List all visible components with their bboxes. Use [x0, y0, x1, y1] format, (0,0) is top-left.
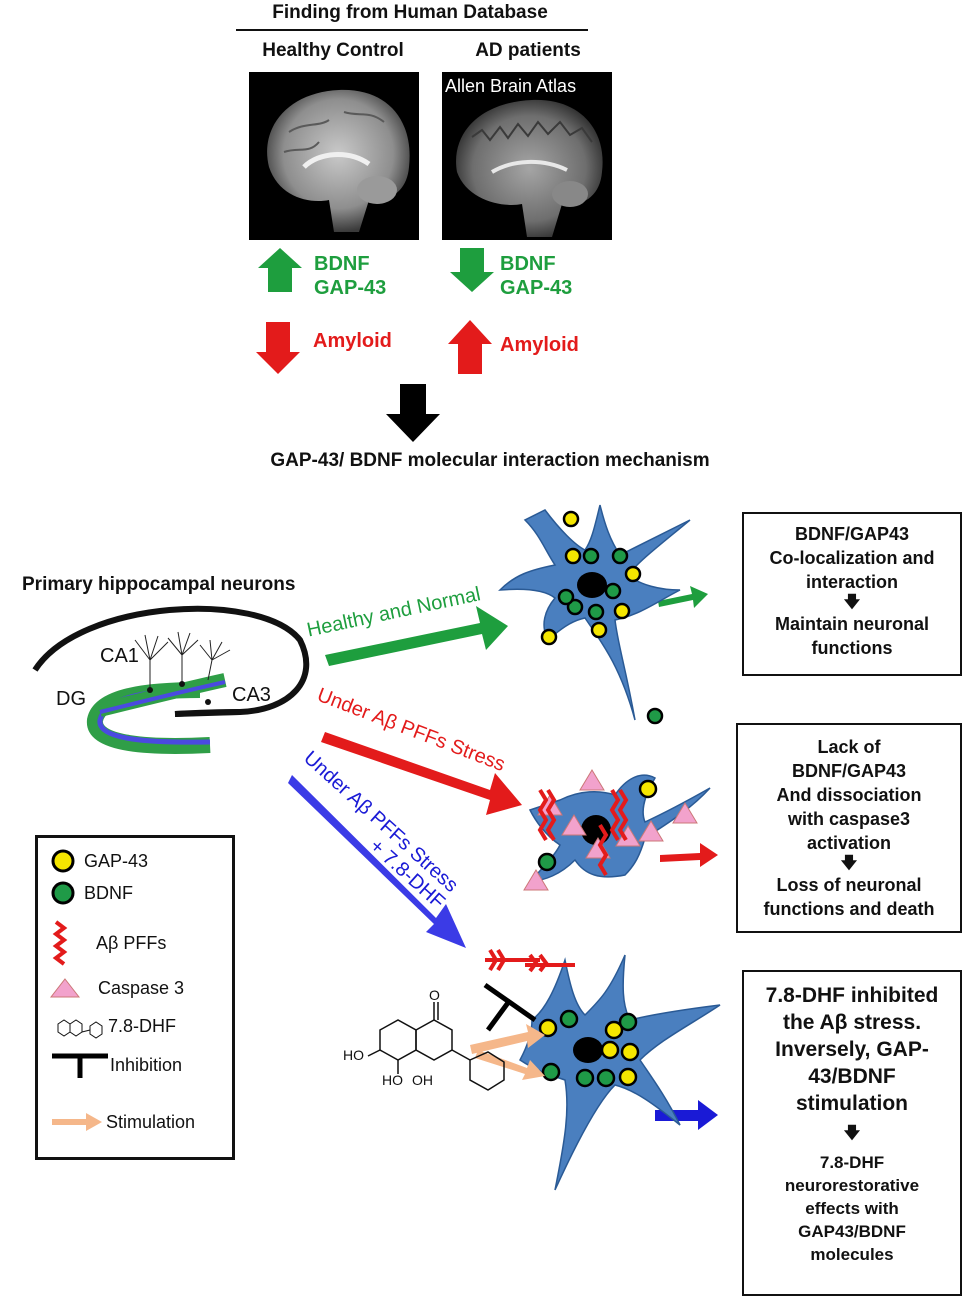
- legend-gap43: GAP-43: [48, 846, 148, 876]
- dhf-outcome-line8: effects with: [805, 1199, 899, 1218]
- healthy-amyloid-down-arrow: [256, 322, 300, 374]
- stressed-neuron: [523, 769, 711, 891]
- dhf-outcome-line7: neurorestorative: [784, 1176, 920, 1195]
- gap43-icon: [51, 849, 75, 873]
- dhf-outcome-line2: the Aβ stress.: [782, 1011, 922, 1034]
- legend-abeta-label: Aβ PFFs: [96, 932, 167, 953]
- top-arrows: [256, 248, 494, 442]
- caspase-icon: [49, 978, 81, 998]
- ca1-label: CA1: [100, 645, 139, 667]
- healthy-control-label: Healthy Control: [262, 40, 404, 61]
- legend-bdnf: BDNF: [48, 878, 133, 908]
- database-title: Finding from Human Database: [272, 2, 548, 23]
- chem-oh-label: OH: [412, 1072, 433, 1088]
- stress-pathway-arrow: [321, 732, 522, 815]
- legend-inhibition: Inhibition: [48, 1050, 182, 1080]
- primary-neurons-title: Primary hippocampal neurons: [22, 574, 296, 595]
- legend-box: GAP-43 BDNF Aβ PFFs Caspase 3 7.8-DHF In…: [35, 835, 235, 1160]
- stress-outcome-line7: functions and death: [763, 899, 935, 919]
- dendrites: [134, 631, 231, 690]
- stimulation-icon: [52, 1113, 102, 1131]
- mechanism-down-arrow: [386, 384, 440, 442]
- hippocampus-outline: [32, 605, 310, 717]
- healthy-output-arrow: [658, 586, 708, 608]
- healthy-bdnf-label: BDNF: [314, 253, 370, 275]
- stress-outcome-line5: activation: [806, 833, 892, 853]
- chem-ho-label-1: HO: [343, 1047, 364, 1063]
- dhf-outcome-line3: Inversely, GAP-: [775, 1038, 929, 1061]
- dhf-output-arrow: [655, 1100, 718, 1130]
- legend-caspase: Caspase 3: [48, 976, 184, 1000]
- healthy-outcome-box: BDNF/GAP43 Co-localization and interacti…: [742, 512, 962, 676]
- stress-outcome-line3: And dissociation: [776, 785, 922, 805]
- legend-inhibition-label: Inhibition: [110, 1054, 183, 1075]
- ad-bdnf-down-arrow: [450, 248, 494, 292]
- chem-ho-label-2: HO: [382, 1072, 403, 1088]
- healthy-neuron: [498, 504, 691, 725]
- legend-caspase-label: Caspase 3: [98, 977, 185, 998]
- legend-dhf-label: 7.8-DHF: [108, 1015, 177, 1036]
- down-arrow-icon: 🡇: [840, 855, 858, 872]
- legend-gap43-label: GAP-43: [84, 850, 149, 871]
- healthy-outcome-line3: interaction: [805, 572, 898, 592]
- healthy-amyloid-label: Amyloid: [313, 330, 392, 352]
- ad-patients-label: AD patients: [475, 40, 581, 61]
- ad-brain-mri: Allen Brain Atlas: [442, 72, 612, 240]
- healthy-gap43-label: GAP-43: [314, 277, 387, 299]
- stress-outcome-line1: Lack of: [817, 737, 881, 757]
- healthy-pathway-arrow: [325, 606, 508, 666]
- healthy-brain-mri: [249, 72, 419, 240]
- legend-dhf: 7.8-DHF: [48, 1008, 176, 1044]
- dg-label: DG: [56, 688, 86, 710]
- legend-bdnf-label: BDNF: [84, 882, 133, 903]
- legend-stimulation-label: Stimulation: [106, 1111, 196, 1132]
- allen-brain-atlas-label: Allen Brain Atlas: [445, 76, 577, 96]
- dhf-outcome-line4: 43/BDNF: [808, 1065, 896, 1088]
- dhf-outcome-line1: 7.8-DHF inhibited: [765, 984, 939, 1007]
- dhf-molecule-icon: [57, 1019, 103, 1039]
- down-arrow-icon: 🡇: [843, 594, 861, 611]
- legend-stimulation: Stimulation: [48, 1110, 195, 1134]
- healthy-bdnf-up-arrow: [258, 248, 302, 292]
- dhf-outcome-line10: molecules: [810, 1245, 894, 1264]
- ca3-label: CA3: [232, 684, 271, 706]
- stress-output-arrow: [660, 843, 718, 867]
- healthy-outcome-line2: Co-localization and: [769, 548, 935, 568]
- stress-outcome-line2: BDNF/GAP43: [791, 761, 907, 781]
- chem-o-label: O: [429, 987, 440, 1003]
- dhf-neuron: [470, 948, 721, 1191]
- stress-outcome-line4: with caspase3: [787, 809, 911, 829]
- healthy-outcome-line4: Maintain neuronal: [774, 614, 929, 634]
- healthy-outcome-line5: functions: [811, 638, 893, 658]
- dhf-outcome-line6: 7.8-DHF: [819, 1153, 885, 1172]
- stress-dhf-pathway-arrow: [288, 775, 466, 948]
- stress-outcome-box: Lack of BDNF/GAP43 And dissociation with…: [736, 723, 962, 933]
- abeta-icon: [52, 920, 68, 966]
- ad-gap43-label: GAP-43: [500, 277, 573, 299]
- ad-amyloid-up-arrow: [448, 320, 492, 374]
- ad-bdnf-label: BDNF: [500, 253, 556, 275]
- legend-abeta: Aβ PFFs: [48, 918, 166, 968]
- stress-outcome-line6: Loss of neuronal: [776, 875, 922, 895]
- dhf-outcome-line9: GAP43/BDNF: [798, 1222, 906, 1241]
- mechanism-title: GAP-43/ BDNF molecular interaction mecha…: [270, 450, 710, 471]
- dhf-outcome-line5: stimulation: [795, 1092, 908, 1115]
- dhf-molecule: [367, 1002, 505, 1091]
- inhibition-icon: [52, 1053, 108, 1078]
- ad-amyloid-label: Amyloid: [500, 334, 579, 356]
- bdnf-icon: [51, 881, 75, 905]
- title-underline: [236, 29, 588, 31]
- healthy-outcome-line1: BDNF/GAP43: [794, 524, 910, 544]
- dhf-outcome-box: 7.8-DHF inhibited the Aβ stress. Inverse…: [742, 970, 962, 1296]
- down-arrow-icon: 🡇: [843, 1125, 861, 1142]
